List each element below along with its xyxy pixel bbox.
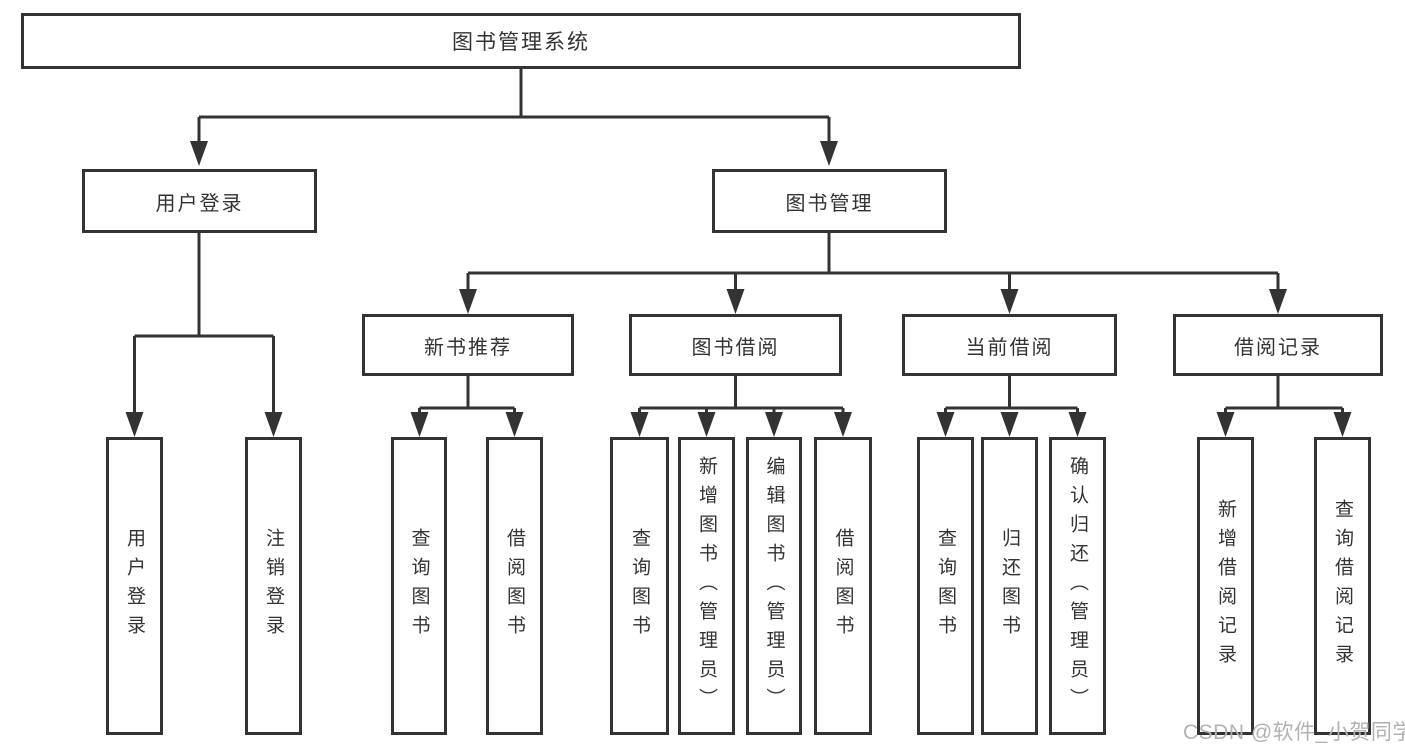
leaf-add-books-admin: 新增图书（管理员） bbox=[678, 437, 735, 735]
connector-root-to-level2 bbox=[190, 69, 838, 166]
leaf-logout: 注销登录 bbox=[245, 437, 302, 735]
leaf-query-books-current: 查询图书 bbox=[917, 437, 974, 735]
leaf-query-books-recommend: 查询图书 bbox=[391, 437, 447, 735]
leaf-query-borrow-record: 查询借阅记录 bbox=[1314, 437, 1371, 735]
leaf-add-borrow-record: 新增借阅记录 bbox=[1197, 437, 1254, 735]
leaf-query-books-borrowing: 查询图书 bbox=[610, 437, 669, 735]
connector-borrow-records-to-children bbox=[1216, 376, 1352, 437]
leaf-user-login: 用户登录 bbox=[106, 437, 163, 735]
node-book-borrowing: 图书借阅 bbox=[629, 314, 842, 376]
node-borrowing-records: 借阅记录 bbox=[1173, 314, 1383, 376]
leaf-edit-books-admin: 编辑图书（管理员） bbox=[746, 437, 802, 735]
leaf-borrow-books-recommend: 借阅图书 bbox=[486, 437, 543, 735]
node-library-management-system: 图书管理系统 bbox=[21, 13, 1021, 69]
connector-user-login-to-children bbox=[125, 233, 283, 437]
connector-current-borrow-to-children bbox=[936, 376, 1087, 437]
node-book-management: 图书管理 bbox=[712, 169, 947, 233]
leaf-return-books: 归还图书 bbox=[981, 437, 1038, 735]
node-new-book-recommend: 新书推荐 bbox=[362, 314, 574, 376]
connector-book-mgmt-to-level3 bbox=[459, 233, 1287, 314]
csdn-watermark: CSDN @软件_小贺同学 bbox=[1183, 721, 1405, 744]
connector-book-borrow-to-children bbox=[630, 376, 852, 437]
node-current-borrowing: 当前借阅 bbox=[902, 314, 1117, 376]
leaf-confirm-return-admin: 确认归还（管理员） bbox=[1049, 437, 1106, 735]
leaf-borrow-books-borrowing: 借阅图书 bbox=[814, 437, 872, 735]
connector-new-book-rec-to-children bbox=[410, 376, 524, 437]
node-user-login: 用户登录 bbox=[82, 169, 317, 233]
